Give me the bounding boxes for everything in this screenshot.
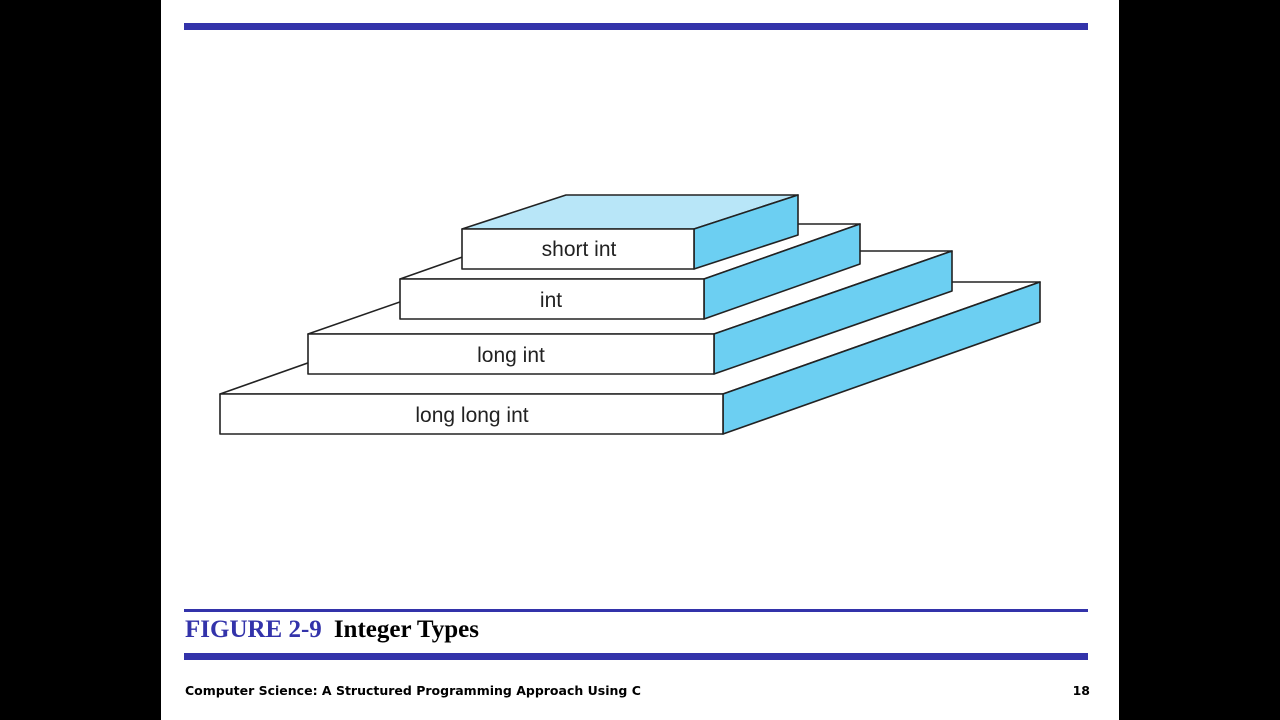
top-rule: [184, 23, 1088, 30]
layer-front-face: [461, 228, 695, 270]
integer-types-diagram: long long int long int int short int: [219, 194, 1041, 435]
caption-rule-bottom: [184, 653, 1088, 660]
figure-title: Integer Types: [333, 616, 479, 643]
figure-label: FIGURE 2-9: [185, 616, 322, 643]
figure-caption: FIGURE 2-9 Integer Types: [185, 614, 479, 646]
layer-front-face: [219, 393, 724, 435]
layer-label: short int: [542, 238, 617, 261]
layer-label: long int: [477, 344, 545, 367]
slide: long long int long int int short int FIG…: [161, 0, 1119, 720]
layer-front-face: [399, 278, 705, 320]
page-number: 18: [1072, 683, 1090, 698]
footer-book-title: Computer Science: A Structured Programmi…: [185, 683, 641, 698]
layer-front-face: [307, 333, 715, 375]
layer-label: int: [540, 289, 562, 312]
caption-rule-top: [184, 609, 1088, 612]
layer-label: long long int: [415, 404, 528, 427]
layer-short-int: short int: [461, 194, 799, 270]
